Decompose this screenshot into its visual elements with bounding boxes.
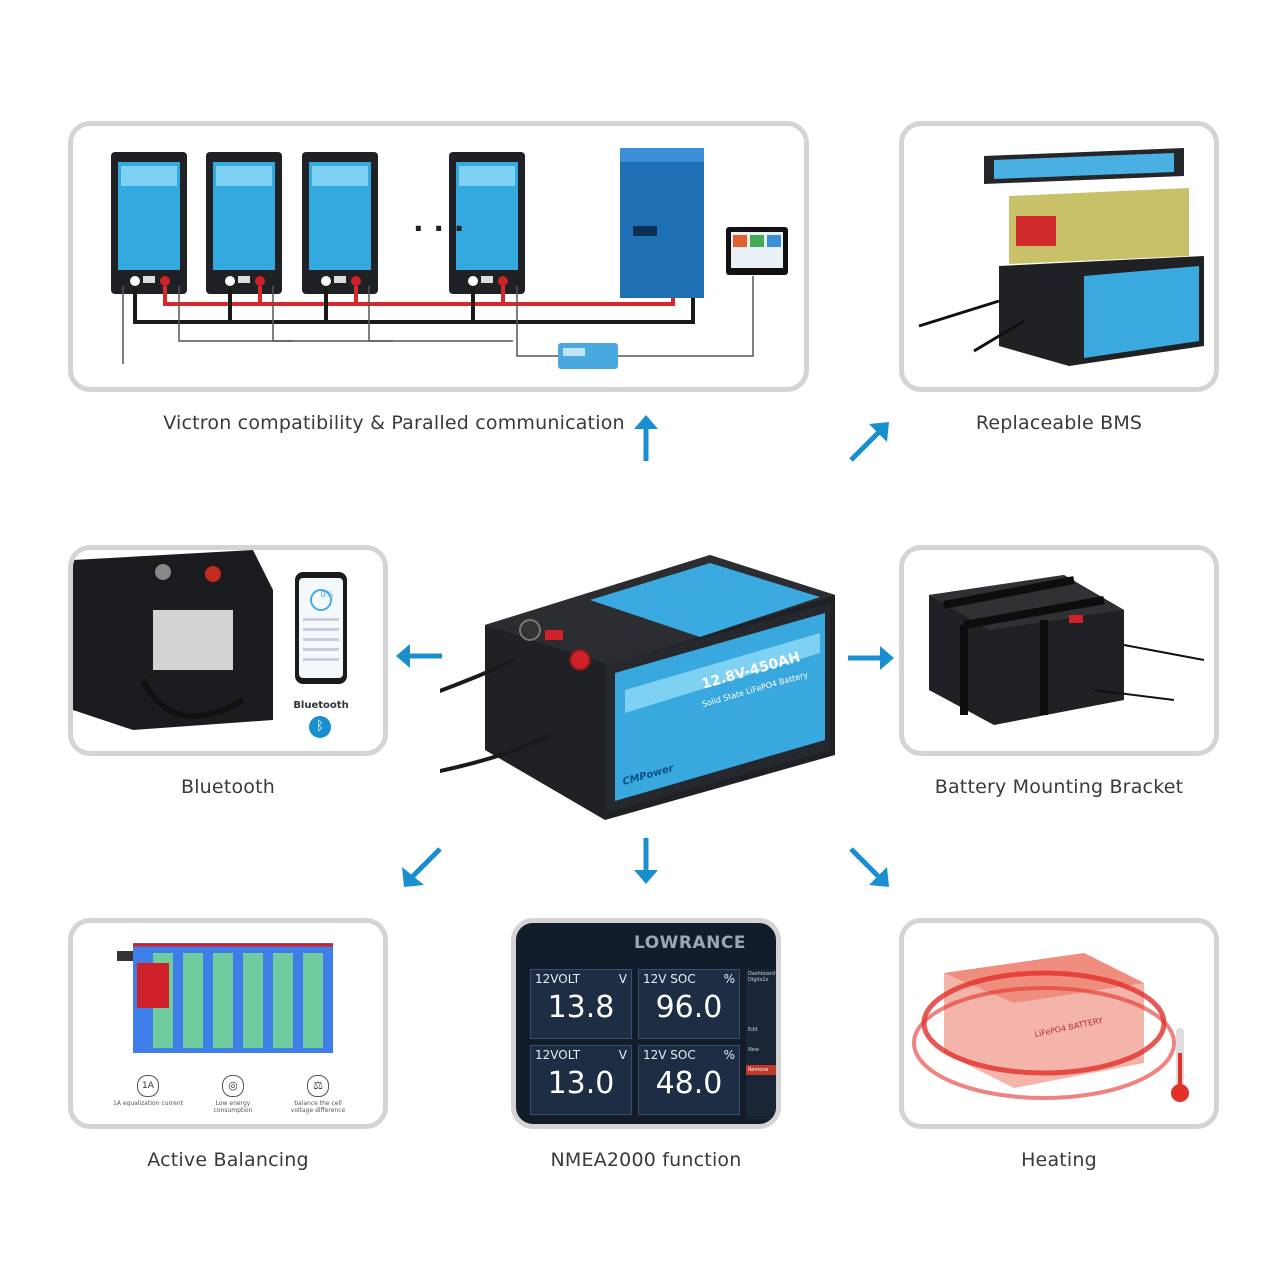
main-battery [440,555,835,820]
nmea-cell-unit: % [723,1048,735,1062]
arrow-down-icon [634,838,658,884]
nmea-cell-title: 12V SOC [643,1048,696,1062]
nmea-cell-unit: V [618,1048,627,1062]
bluetooth-icon: ᛒ [309,716,331,738]
feature-equalization: 1A 1A equalization current [113,1075,183,1114]
nmea-cell-title: 12VOLT [535,972,581,986]
arrow-up-right-icon [849,422,889,462]
nmea-side-item: Edit [748,1027,758,1033]
victron-card: · · · [68,121,809,392]
caption-bracket: Battery Mounting Bracket [934,776,1184,798]
arrow-right-icon [848,646,894,670]
heating-illustration [912,953,1189,1102]
nmea-brand: LOWRANCE [634,933,746,953]
ellipsis: · · · [413,212,464,245]
victron-display [726,227,788,275]
nmea-cell-value: 96.0 [655,990,723,1025]
bluetooth-card: 0% Bluetooth ᛒ [68,545,388,756]
nmea-cell-value: 13.8 [547,990,615,1025]
arrow-down-right-icon [849,847,889,887]
bluetooth-label: Bluetooth [293,700,349,711]
caption-bluetooth: Bluetooth [180,776,276,798]
nmea-cell-value: 13.0 [547,1066,615,1101]
nmea-cell-1: 12VOLT V 13.8 [530,969,632,1039]
caption-victron: Victron compatibility & Paralled communi… [163,412,625,434]
balance-icon: ⚖ [307,1075,329,1097]
bms-card [899,121,1219,392]
bluetooth-illustration [73,550,347,730]
bracket-illustration [929,575,1205,725]
feature-text: balance the cell voltage difference [290,1100,346,1114]
feature-balance: ⚖ balance the cell voltage difference [283,1075,353,1114]
balancing-features: 1A 1A equalization current ◎ Low energy … [113,1075,353,1114]
nmea-cell-title: 12V SOC [643,972,696,986]
energy-icon: ◎ [222,1075,244,1097]
nmea-cell-value: 48.0 [655,1066,723,1101]
balancing-card: 1A 1A equalization current ◎ Low energy … [68,918,388,1129]
nmea-side-item: Dashboard Digits2x [748,971,776,983]
caption-balancing: Active Balancing [147,1149,309,1171]
parallel-battery-2 [206,152,282,294]
arrow-left-icon [396,644,442,668]
nmea-grid: 12VOLT V 13.8 12V SOC % 96.0 12VOLT V 13… [530,969,740,1115]
phone-value: 0% [320,590,334,599]
victron-inverter [620,148,704,298]
nmea-cell-3: 12VOLT V 13.0 [530,1045,632,1115]
bracket-card [899,545,1219,756]
nmea-side-item: Remove [746,1065,776,1075]
nmea-cell-unit: % [723,972,735,986]
parallel-battery-3 [302,152,378,294]
caption-bms: Replaceable BMS [975,412,1143,434]
parallel-battery-4 [449,152,525,294]
arrow-down-left-icon [402,847,442,887]
feature-text: Low energy consumption [213,1100,253,1114]
nmea-side-menu: Dashboard Digits2x Edit New Remove [746,969,776,1119]
parallel-battery-1 [111,152,187,294]
arrow-up-icon [634,415,658,461]
nmea-card: LOWRANCE 12VOLT V 13.8 12V SOC % 96.0 12… [511,918,781,1129]
equalization-icon: 1A [137,1075,159,1097]
feature-low-energy: ◎ Low energy consumption [198,1075,268,1114]
balancing-illustration [117,943,333,1053]
nmea-cell-unit: V [618,972,627,986]
victron-diagram: · · · [111,148,788,369]
nmea-cell-2: 12V SOC % 96.0 [638,969,740,1039]
nmea-cell-4: 12V SOC % 48.0 [638,1045,740,1115]
caption-nmea: NMEA2000 function [550,1149,742,1171]
heating-card: LiFePO4 BATTERY [899,918,1219,1129]
caption-heating: Heating [1021,1149,1097,1171]
feature-text: 1A equalization current [113,1100,184,1107]
bms-illustration [918,148,1204,366]
nmea-cell-title: 12VOLT [535,1048,581,1062]
nmea-side-item: New [748,1047,759,1053]
